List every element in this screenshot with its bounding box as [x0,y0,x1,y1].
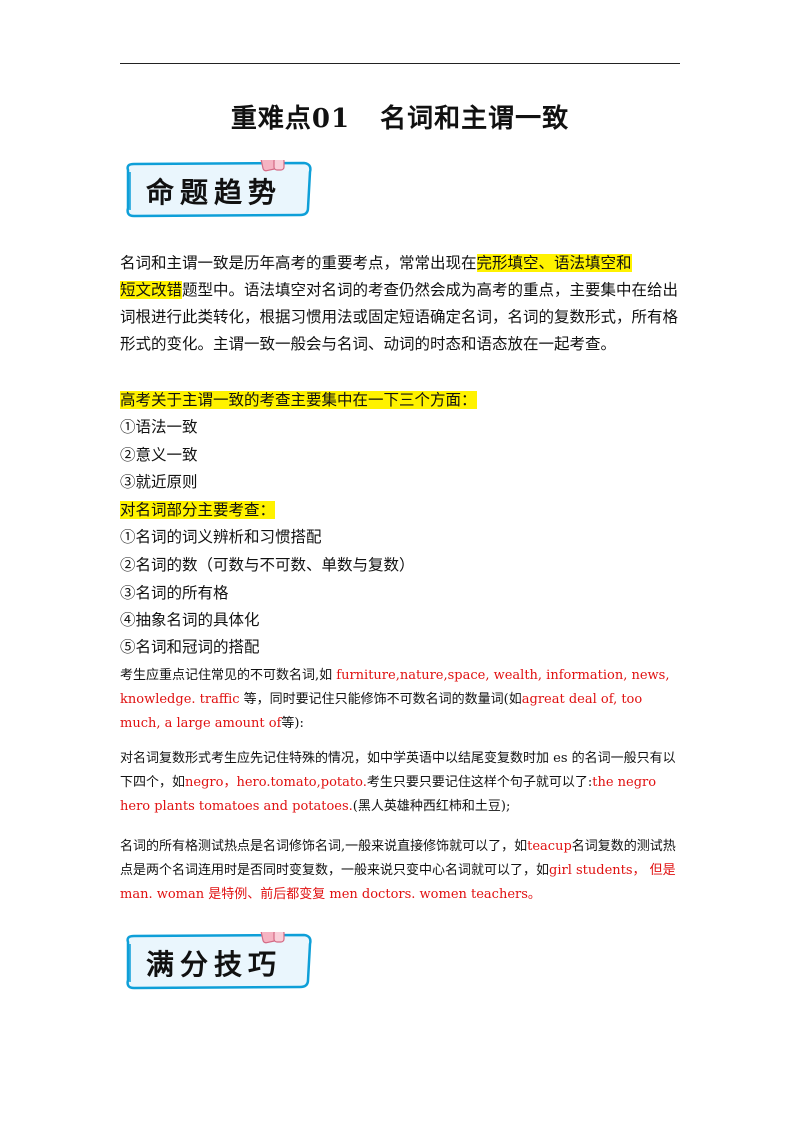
banner-label: 满分技巧 [146,948,283,981]
intro-paragraph: 名词和主谓一致是历年高考的重要考点，常常出现在完形填空、语法填空和短文改错题型中… [120,250,680,358]
section-banner-skills: 满分技巧 [122,932,314,990]
note3-c: 名词复数的测试热点是两个名词连用时是否同时变复数，一般来说只变中心名词就可以了，… [120,839,676,878]
banner-background-shape [126,160,312,218]
note1-a: 考生应重点记住常见的不可数名词,如 [120,668,333,683]
note1-c: 等，同时要记住只能修饰不可数名词的数量词(如 [243,692,522,707]
note2-c: 考生只要只要记住这样个句子就可以了: [366,775,593,790]
banner-background-shape [126,932,312,990]
focus-heading-text: 高考关于主谓一致的考查主要集中在一下三个方面： [120,391,477,409]
banner-label: 命题趋势 [146,176,283,209]
intro-text-2: 题型中。语法填空对名词的考查仍然会成为高考的重点，主要集中在给出词根进行此类转化… [120,281,679,353]
note-plural: 对名词复数形式考生应先记住特殊的情况，如中学英语中以结尾变复数时加 es 的名词… [120,747,680,819]
note2-d: the negro hero plants tomatoes and potat… [120,775,657,814]
note2-a: 对名词复数形式考生应先记住特殊的情况，如中学英语中以结尾变复数时加 es 的名词… [120,751,676,790]
note3-a: 名词的所有格测试热点是名词修饰名词,一般来说直接修饰就可以了，如 [120,839,528,854]
intro-highlight-1: 完形填空、语法填空和 [476,254,632,272]
focus-item-1: ①语法一致 [120,418,198,436]
note2-b: negro，hero.tomato,potato. [185,775,367,790]
page-title-part1: 重难点01 [230,104,351,134]
note3-d: girl students， 但是 man. woman 是特例、前后都变复 m… [120,863,676,902]
noun-item-4: ④抽象名词的具体化 [120,611,260,629]
note-uncountable: 考生应重点记住常见的不可数名词,如 furniture,nature,space… [120,664,680,736]
page-title-part2: 名词和主谓一致 [380,104,570,134]
noun-heading-text: 对名词部分主要考查： [120,501,276,519]
focus-item-2: ②意义一致 [120,446,198,464]
page-title: 重难点01 名词和主谓一致 [0,98,800,135]
focus-item-3: ③就近原则 [120,473,198,491]
noun-item-2: ②名词的数（可数与不可数、单数与复数） [120,556,415,574]
intro-highlight-2: 短文改错 [120,281,183,299]
noun-item-3: ③名词的所有格 [120,584,229,602]
note1-e: 等): [281,716,304,731]
noun-heading: 对名词部分主要考查： [120,497,276,524]
note3-b: teacup [527,839,572,854]
note1-d: agreat deal of, too much, a large amount… [120,692,643,731]
header-rule [120,63,680,64]
noun-item-5: ⑤名词和冠词的搭配 [120,638,260,656]
focus-heading: 高考关于主谓一致的考查主要集中在一下三个方面： [120,387,477,414]
note1-b: furniture,nature,space, wealth, informat… [120,668,670,707]
intro-text-1: 名词和主谓一致是历年高考的重要考点，常常出现在 [120,254,477,272]
note-possessive: 名词的所有格测试热点是名词修饰名词,一般来说直接修饰就可以了，如teacup名词… [120,835,680,907]
noun-item-1: ①名词的词义辨析和习惯搭配 [120,528,322,546]
note2-e: (黑人英雄种西红柿和土豆); [352,799,511,814]
section-banner-trend: 命题趋势 [122,160,314,218]
